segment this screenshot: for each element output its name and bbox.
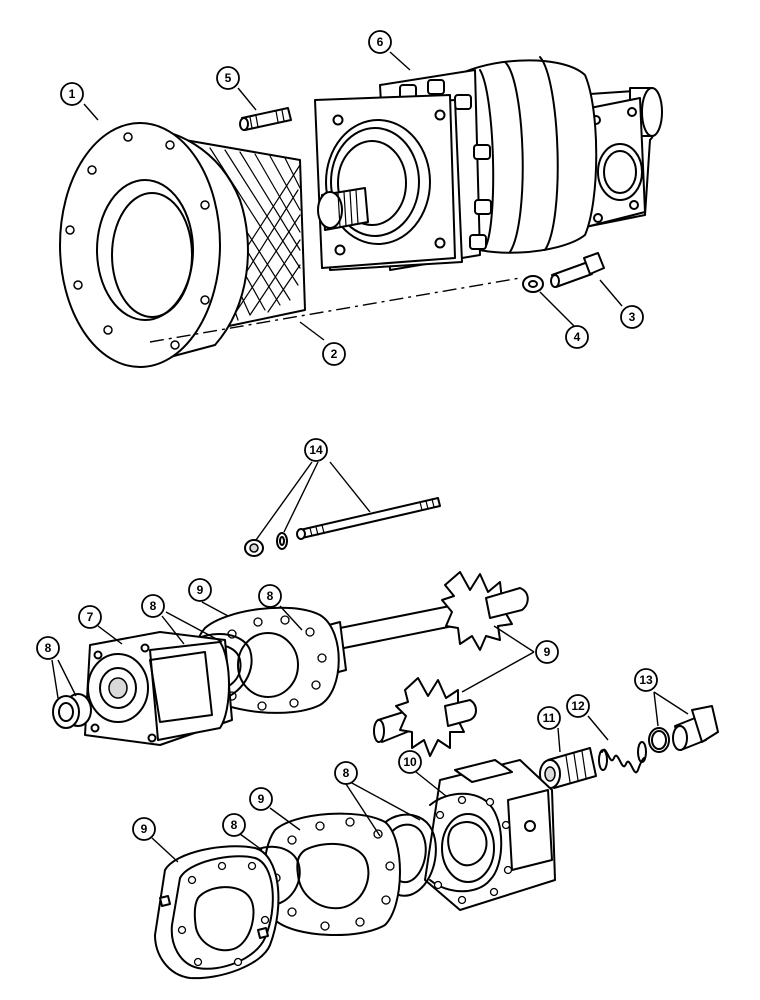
part-driven-gear <box>373 677 477 757</box>
svg-text:6: 6 <box>377 35 384 49</box>
part-spring <box>598 741 647 774</box>
callout-8-bushing: 8 <box>258 584 282 608</box>
part-stud <box>239 107 292 131</box>
part-drive-gear-shaft <box>329 571 529 651</box>
svg-text:5: 5 <box>225 71 232 85</box>
svg-text:3: 3 <box>629 310 636 324</box>
svg-text:9: 9 <box>197 583 204 597</box>
callout-1: 1 <box>60 82 84 106</box>
svg-text:8: 8 <box>231 818 238 832</box>
svg-text:9: 9 <box>141 822 148 836</box>
callout-8-lower-seals: 8 <box>334 761 358 785</box>
callout-11: 11 <box>537 706 561 730</box>
part-front-housing <box>84 631 233 746</box>
svg-text:12: 12 <box>571 699 585 713</box>
callout-9-wear-plate-upper: 9 <box>188 578 212 602</box>
callout-3: 3 <box>620 305 644 329</box>
callout-9-gear-body: 9 <box>132 817 156 841</box>
leader-lines <box>51 51 689 863</box>
callout-5: 5 <box>216 66 240 90</box>
part-relief-valve <box>539 747 597 789</box>
alignment-line <box>149 277 521 343</box>
part-tie-rod-set <box>244 497 441 557</box>
svg-text:8: 8 <box>267 589 274 603</box>
callout-12: 12 <box>566 694 590 718</box>
part-hydraulic-pump <box>314 56 663 271</box>
svg-text:14: 14 <box>309 443 323 457</box>
svg-text:9: 9 <box>258 792 265 806</box>
part-plug-oring <box>648 705 719 753</box>
svg-text:8: 8 <box>343 766 350 780</box>
callout-9-gears: 9 <box>535 640 559 664</box>
svg-text:8: 8 <box>150 599 157 613</box>
part-adapter-flange <box>59 122 306 368</box>
part-washer <box>522 275 544 293</box>
part-rear-housing <box>424 759 556 911</box>
part-shaft-seal <box>52 693 92 729</box>
svg-text:9: 9 <box>544 645 551 659</box>
svg-text:10: 10 <box>403 755 417 769</box>
callout-10: 10 <box>398 750 422 774</box>
svg-text:7: 7 <box>87 610 94 624</box>
svg-text:1: 1 <box>69 87 76 101</box>
callout-8-small-seal: 8 <box>222 813 246 837</box>
callout-8-upper-seals: 8 <box>141 594 165 618</box>
callout-8-front-seal: 8 <box>36 636 60 660</box>
callout-4: 4 <box>565 325 589 349</box>
callout-13: 13 <box>634 668 658 692</box>
svg-text:8: 8 <box>45 641 52 655</box>
callout-2: 2 <box>322 342 346 366</box>
part-cap-screw <box>550 252 605 288</box>
part-gear-body <box>154 845 280 980</box>
callout-7: 7 <box>78 605 102 629</box>
svg-text:2: 2 <box>331 347 338 361</box>
svg-text:11: 11 <box>543 711 556 725</box>
callout-14: 14 <box>304 438 328 462</box>
callout-6: 6 <box>368 30 392 54</box>
svg-text:13: 13 <box>639 673 653 687</box>
part-wear-plate-lower <box>262 812 401 936</box>
svg-text:4: 4 <box>574 330 581 344</box>
callout-9-wear-plate-lower: 9 <box>249 787 273 811</box>
